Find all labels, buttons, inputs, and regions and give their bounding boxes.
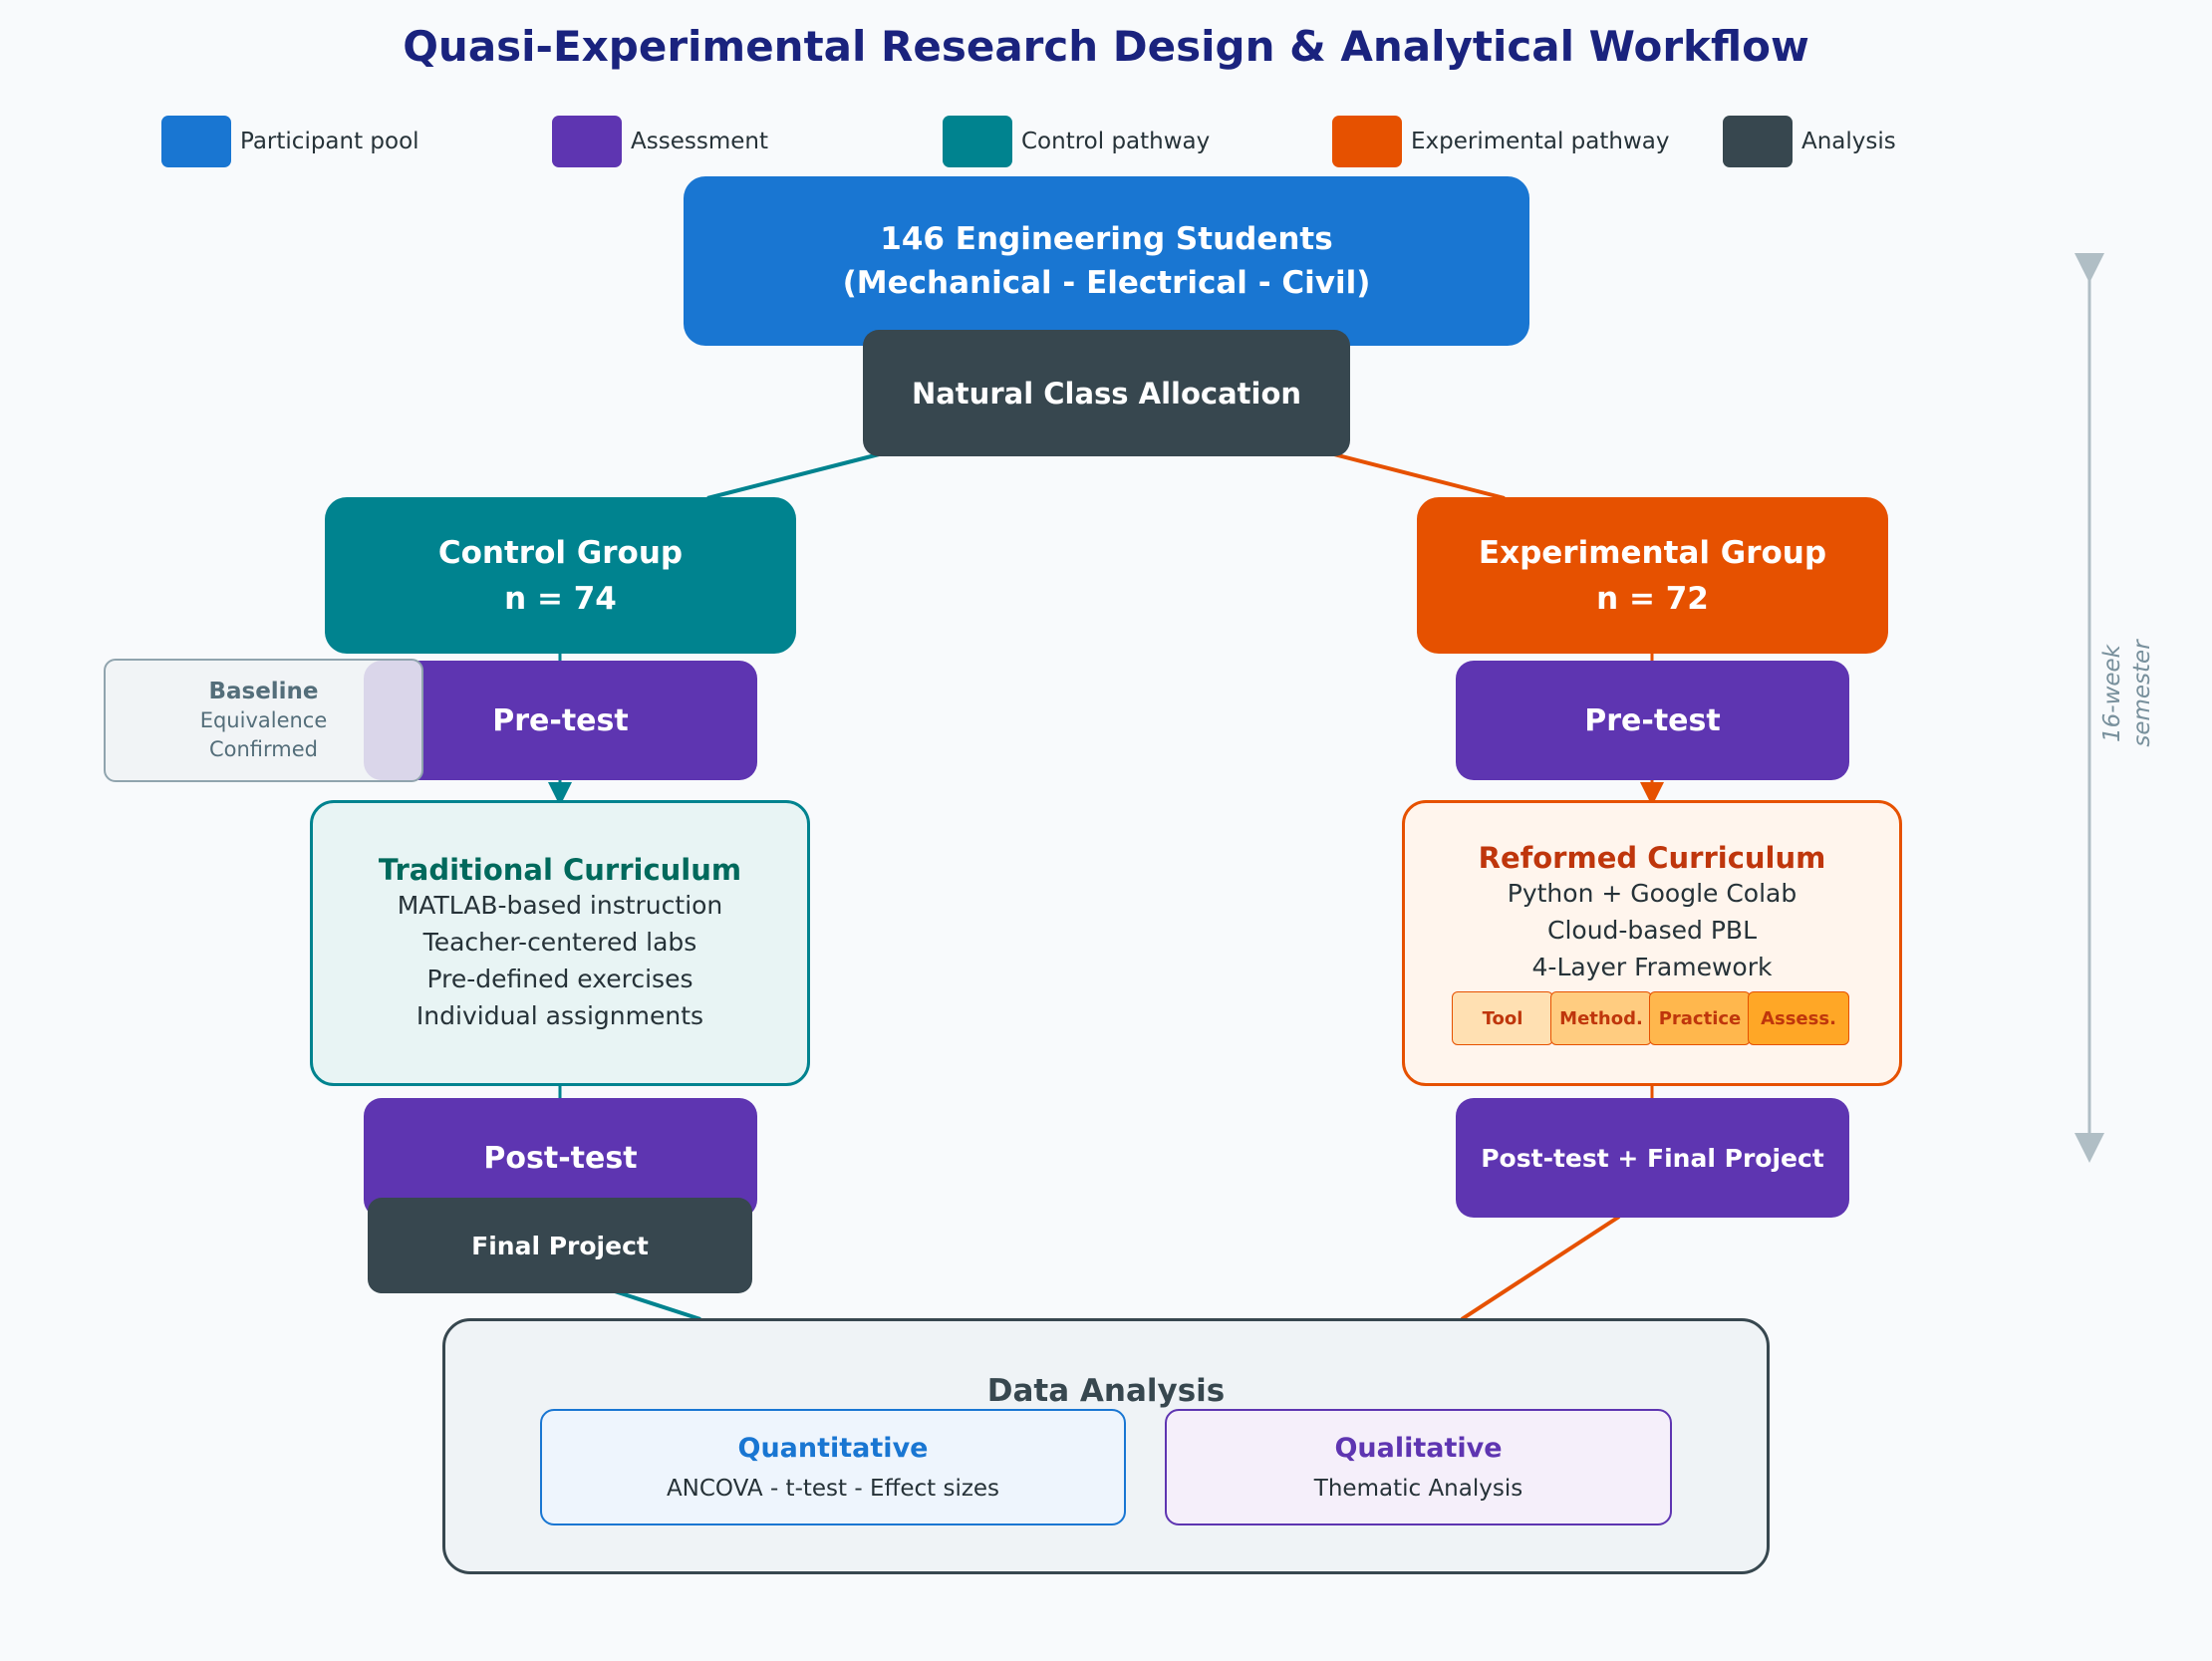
line-posttest-to-analysis <box>1460 1215 1621 1321</box>
legend-item-assessment: Assessment <box>552 116 768 167</box>
experimental-pretest-box: Pre-test <box>1456 661 1849 780</box>
framework-layers: Tool Method. Practice Assess. <box>1452 991 1849 1045</box>
traditional-curriculum-title: Traditional Curriculum <box>378 852 742 887</box>
quantitative-methods: ANCOVA - t-test - Effect sizes <box>666 1476 1000 1502</box>
experimental-posttest-box: Post-test + Final Project <box>1456 1098 1849 1218</box>
baseline-line1: Equivalence <box>199 707 328 732</box>
baseline-title: Baseline <box>208 678 319 704</box>
timeline-line2: semester <box>2129 640 2155 747</box>
legend-label: Control pathway <box>1021 129 1211 154</box>
curriculum-item: Individual assignments <box>415 1000 704 1030</box>
legend-label: Assessment <box>631 129 768 154</box>
allocation-label: Natural Class Allocation <box>911 376 1302 411</box>
timeline-label: 16-week semester <box>2068 640 2187 746</box>
experimental-pretest-label: Pre-test <box>1584 702 1721 738</box>
legend-item-analysis: Analysis <box>1723 116 1896 167</box>
qualitative-methods: Thematic Analysis <box>1313 1476 1523 1502</box>
legend-label: Experimental pathway <box>1411 129 1670 154</box>
curriculum-item: Teacher-centered labs <box>422 927 697 957</box>
participant-pool-box: 146 Engineering Students (Mechanical - E… <box>684 176 1529 346</box>
line-final-to-analysis <box>614 1289 701 1321</box>
qualitative-title: Qualitative <box>1334 1433 1503 1464</box>
legend-swatch <box>161 116 231 167</box>
qualitative-box: Qualitative Thematic Analysis <box>1165 1409 1672 1525</box>
baseline-note: Baseline Equivalence Confirmed <box>104 659 423 782</box>
experimental-group-box: Experimental Group n = 72 <box>1417 497 1888 654</box>
reformed-curriculum-box: Reformed Curriculum Python + Google Cola… <box>1402 800 1902 1086</box>
experimental-group-title: Experimental Group <box>1478 534 1827 571</box>
quantitative-box: Quantitative ANCOVA - t-test - Effect si… <box>540 1409 1126 1525</box>
legend-label: Analysis <box>1801 129 1896 154</box>
experimental-posttest-label: Post-test + Final Project <box>1481 1143 1824 1173</box>
legend-item-experimental-pathway: Experimental pathway <box>1332 116 1670 167</box>
diagram-title: Quasi-Experimental Research Design & Ana… <box>403 22 1809 71</box>
quantitative-title: Quantitative <box>737 1433 929 1464</box>
participant-pool-line2: (Mechanical - Electrical - Civil) <box>842 265 1371 301</box>
traditional-curriculum-box: Traditional Curriculum MATLAB-based inst… <box>310 800 810 1086</box>
control-pretest-label: Pre-test <box>492 702 629 738</box>
data-analysis-title: Data Analysis <box>986 1373 1226 1409</box>
control-group-title: Control Group <box>437 534 684 571</box>
allocation-box: Natural Class Allocation <box>863 330 1350 456</box>
control-pretest-box: Pre-test <box>364 661 757 780</box>
legend-swatch <box>552 116 622 167</box>
layer-chip-method: Method. <box>1550 991 1652 1045</box>
control-group-n: n = 74 <box>504 580 617 617</box>
curriculum-item: Cloud-based PBL <box>1547 916 1757 945</box>
curriculum-item: MATLAB-based instruction <box>397 890 723 920</box>
layer-chip-tool: Tool <box>1452 991 1553 1045</box>
curriculum-item: Python + Google Colab <box>1507 879 1797 908</box>
legend-item-participant-pool: Participant pool <box>161 116 419 167</box>
reformed-curriculum-title: Reformed Curriculum <box>1478 841 1826 875</box>
legend-swatch <box>943 116 1012 167</box>
layer-chip-assess: Assess. <box>1748 991 1849 1045</box>
legend-swatch <box>1723 116 1793 167</box>
timeline-line1: 16-week <box>2099 645 2125 742</box>
line-alloc-to-control <box>706 451 884 500</box>
line-alloc-to-experimental <box>1329 451 1506 500</box>
experimental-group-n: n = 72 <box>1596 580 1709 617</box>
control-posttest-label: Post-test <box>483 1140 638 1176</box>
layer-chip-practice: Practice <box>1649 991 1751 1045</box>
control-final-project-label: Final Project <box>471 1231 649 1260</box>
control-final-project-box: Final Project <box>368 1198 752 1293</box>
control-group-box: Control Group n = 74 <box>325 497 796 654</box>
curriculum-item: 4-Layer Framework <box>1531 953 1773 981</box>
curriculum-item: Pre-defined exercises <box>426 964 693 993</box>
legend-label: Participant pool <box>240 129 419 154</box>
legend-item-control-pathway: Control pathway <box>943 116 1210 167</box>
baseline-line2: Confirmed <box>208 736 319 761</box>
legend-swatch <box>1332 116 1402 167</box>
participant-pool-line1: 146 Engineering Students <box>880 221 1333 257</box>
